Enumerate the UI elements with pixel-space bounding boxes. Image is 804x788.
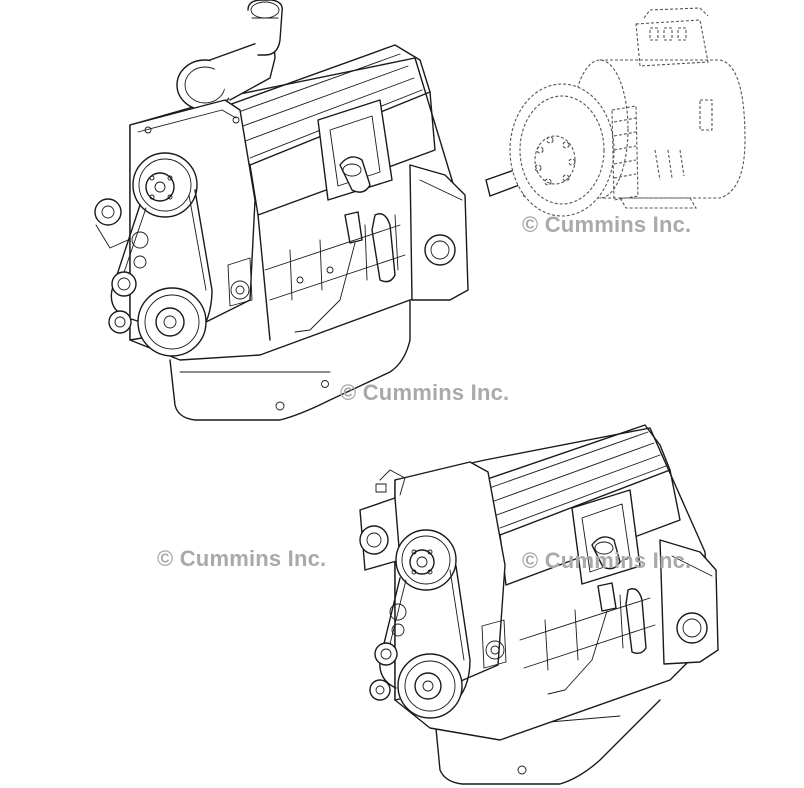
engine-top — [94, 0, 469, 421]
engine-bottom — [359, 424, 719, 785]
generator — [509, 7, 746, 217]
